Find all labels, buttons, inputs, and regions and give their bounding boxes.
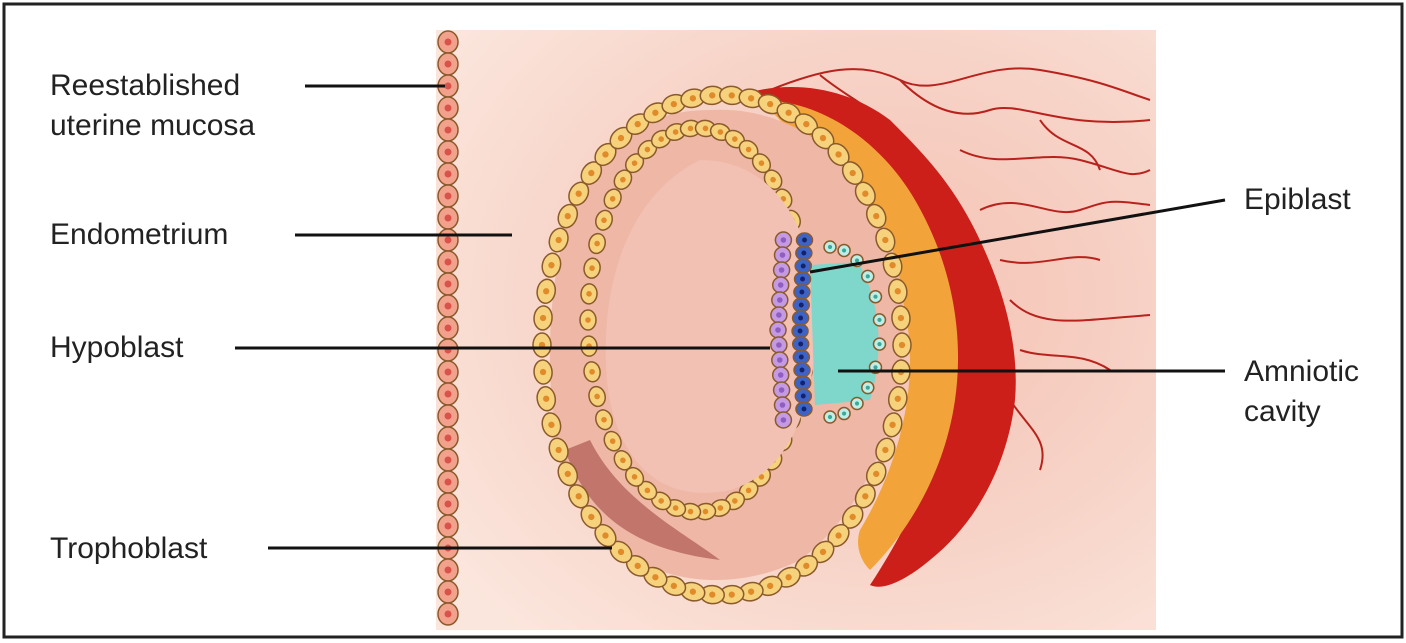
epiblast-cell bbox=[793, 337, 809, 351]
hypoblast-cell bbox=[770, 322, 786, 338]
trophoblast-cell bbox=[580, 283, 598, 304]
amnion-cell bbox=[862, 382, 874, 394]
epiblast-cell bbox=[796, 402, 812, 416]
label-reestablished-line2: uterine mucosa bbox=[50, 108, 255, 144]
amnion-cell bbox=[851, 398, 863, 410]
mucosa-cell bbox=[438, 559, 458, 581]
epiblast-cell bbox=[796, 246, 812, 260]
label-reestablished-line1: Reestablished bbox=[50, 68, 240, 104]
mucosa-cell bbox=[438, 185, 458, 207]
mucosa-cell bbox=[438, 427, 458, 449]
hypoblast-cell bbox=[773, 367, 789, 383]
epiblast-cell bbox=[795, 259, 811, 273]
hypoblast-cell bbox=[775, 247, 791, 263]
hypoblast-cell bbox=[772, 352, 788, 368]
trophoblast-cell bbox=[893, 333, 911, 357]
mucosa-cell bbox=[438, 251, 458, 273]
mucosa-cell bbox=[438, 405, 458, 427]
mucosa-cell bbox=[438, 581, 458, 603]
trophoblast-cell bbox=[580, 336, 598, 357]
epiblast-cell bbox=[797, 233, 813, 247]
hypoblast-cell bbox=[773, 277, 789, 293]
epiblast-cell bbox=[793, 350, 809, 364]
mucosa-cell bbox=[438, 273, 458, 295]
label-endometrium: Endometrium bbox=[50, 217, 228, 253]
amnion-cell bbox=[838, 244, 850, 256]
hypoblast-cell bbox=[771, 337, 787, 353]
mucosa-cell bbox=[438, 119, 458, 141]
epiblast-cell bbox=[794, 285, 810, 299]
mucosa-cell bbox=[438, 229, 458, 251]
amnion-cell bbox=[873, 338, 885, 350]
label-trophoblast: Trophoblast bbox=[50, 531, 207, 567]
trophoblast-cell bbox=[580, 310, 596, 330]
label-amniotic-line2: cavity bbox=[1244, 394, 1321, 430]
label-amniotic-line1: Amniotic bbox=[1244, 354, 1359, 390]
mucosa-cell bbox=[438, 163, 458, 185]
amnion-cell bbox=[873, 314, 885, 326]
mucosa-cell bbox=[438, 493, 458, 515]
mucosa-cell bbox=[438, 339, 458, 361]
mucosa-cell bbox=[438, 141, 458, 163]
mucosa-cell bbox=[438, 515, 458, 537]
amnion-cell bbox=[824, 241, 836, 253]
mucosa-cell bbox=[438, 53, 458, 75]
hypoblast-cell bbox=[775, 232, 791, 248]
mucosa-cell bbox=[438, 317, 458, 339]
epiblast-cell bbox=[793, 311, 809, 325]
hypoblast-cell bbox=[774, 382, 790, 398]
mucosa-cell bbox=[438, 295, 458, 317]
mucosa-cell bbox=[438, 383, 458, 405]
epiblast-cell bbox=[795, 389, 811, 403]
hypoblast-cell bbox=[775, 397, 791, 413]
mucosa-cell bbox=[438, 449, 458, 471]
mucosa-cell bbox=[438, 97, 458, 119]
amnion-cell bbox=[824, 411, 836, 423]
hypoblast-cell bbox=[771, 307, 787, 323]
label-epiblast: Epiblast bbox=[1244, 182, 1351, 218]
epiblast-cell bbox=[792, 324, 808, 338]
trophoblast-cell bbox=[533, 333, 551, 357]
mucosa-cell bbox=[438, 207, 458, 229]
hypoblast-cell bbox=[775, 412, 791, 428]
epiblast-cell bbox=[795, 376, 811, 390]
hypoblast-cell bbox=[772, 292, 788, 308]
amnion-cell bbox=[838, 408, 850, 420]
epiblast-cell bbox=[793, 298, 809, 312]
epiblast-cell bbox=[795, 272, 811, 286]
mucosa-cell bbox=[438, 361, 458, 383]
mucosa-cell bbox=[438, 31, 458, 53]
amnion-cell bbox=[869, 291, 881, 303]
epiblast-cell bbox=[794, 363, 810, 377]
label-hypoblast: Hypoblast bbox=[50, 330, 183, 366]
mucosa-cell bbox=[438, 471, 458, 493]
amnion-cell bbox=[862, 270, 874, 282]
hypoblast-cell bbox=[774, 262, 790, 278]
mucosa-cell bbox=[438, 603, 458, 625]
